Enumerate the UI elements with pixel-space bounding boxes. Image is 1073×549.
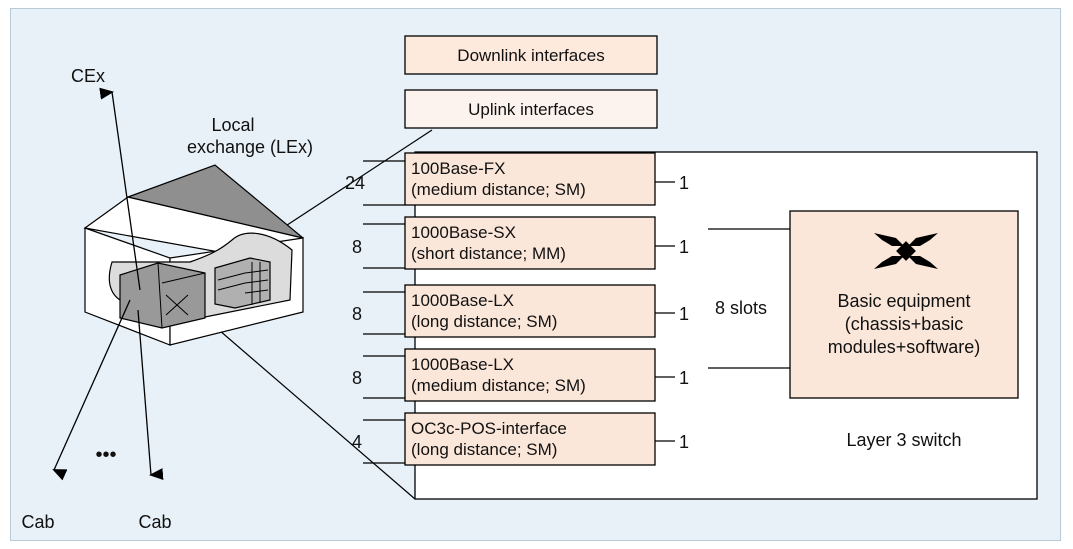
interface-1-slots: 1 xyxy=(679,173,689,193)
cex-label: CEx xyxy=(71,66,105,86)
interface-1-line2: (medium distance; SM) xyxy=(411,180,586,199)
zoom-line-bottom xyxy=(189,304,416,500)
interface-3-count: 8 xyxy=(352,304,362,324)
basic-equipment-line1: Basic equipment xyxy=(837,291,970,311)
interface-4-line1: 1000Base-LX xyxy=(411,355,514,374)
interface-3-slots: 1 xyxy=(679,304,689,324)
cex-arrow xyxy=(99,87,141,291)
interface-4-slots: 1 xyxy=(679,368,689,388)
cab-right-arrow xyxy=(137,309,164,481)
interface-5-line1: OC3c-POS-interface xyxy=(411,419,567,438)
legend-uplink-label: Uplink interfaces xyxy=(468,100,594,119)
interface-1-line1: 100Base-FX xyxy=(411,159,506,178)
local-exchange-building xyxy=(83,164,305,346)
interface-3-line2: (long distance; SM) xyxy=(411,312,557,331)
legend-downlink-box xyxy=(404,35,658,75)
legend-downlink-label: Downlink interfaces xyxy=(457,46,604,65)
interface-2-line1: 1000Base-SX xyxy=(411,223,516,242)
interface-2-line2: (short distance; MM) xyxy=(411,244,566,263)
legend-uplink-box xyxy=(404,89,658,129)
interface-module-4: 1000Base-LX (medium distance; SM) 8 1 xyxy=(352,348,689,402)
interface-1-count: 24 xyxy=(345,173,365,193)
interface-module-1: 100Base-FX (medium distance; SM) 24 1 xyxy=(345,152,689,206)
cab-right-label: Cab xyxy=(138,512,171,532)
interface-2-slots: 1 xyxy=(679,237,689,257)
interface-module-5: OC3c-POS-interface (long distance; SM) 4… xyxy=(352,412,689,466)
interface-4-line2: (medium distance; SM) xyxy=(411,376,586,395)
cab-left-label: Cab xyxy=(21,512,54,532)
interface-module-3: 1000Base-LX (long distance; SM) 8 1 xyxy=(352,284,689,338)
interface-4-count: 8 xyxy=(352,368,362,388)
interface-5-slots: 1 xyxy=(679,432,689,452)
interface-module-2: 1000Base-SX (short distance; MM) 8 1 xyxy=(352,216,689,270)
basic-equipment-line2: (chassis+basic xyxy=(845,314,964,334)
basic-equipment-line3: modules+software) xyxy=(828,337,981,357)
interface-3-line1: 1000Base-LX xyxy=(411,291,514,310)
interface-5-count: 4 xyxy=(352,432,362,452)
interface-2-count: 8 xyxy=(352,237,362,257)
building-title-line2: exchange (LEx) xyxy=(187,137,313,157)
ellipsis-dots: ••• xyxy=(95,444,116,466)
building-title-line1: Local xyxy=(211,115,254,135)
slots-label: 8 slots xyxy=(715,298,767,318)
layer3-switch-caption: Layer 3 switch xyxy=(846,430,961,450)
switch-rack-icon xyxy=(119,262,206,329)
basic-equipment-box xyxy=(789,210,1019,399)
cab-left-arrow xyxy=(52,299,131,481)
interface-5-line2: (long distance; SM) xyxy=(411,440,557,459)
